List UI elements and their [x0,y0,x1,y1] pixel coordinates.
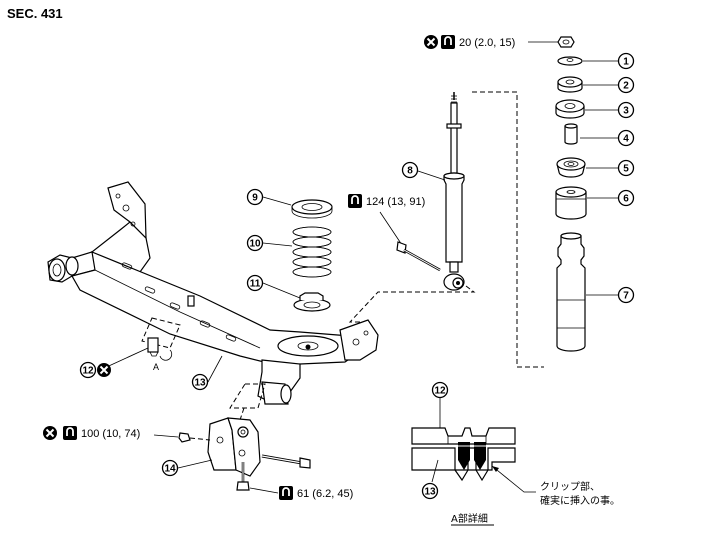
distance-tube-part-4 [564,123,578,145]
shock-absorber-part-8 [443,92,465,291]
torque-spec-lower: 61 (6.2, 45) [297,488,353,500]
callout-8: 8 [407,166,413,177]
callout-1: 1 [623,57,629,68]
callout-2: 2 [623,81,629,92]
do-not-reuse-icon [42,425,58,441]
do-not-reuse-icon [96,362,112,378]
lower-seat-part-11 [293,292,331,312]
detail-a-view [411,427,516,482]
detail-note-line-1: クリップ部、 [540,480,600,493]
callout-6: 6 [623,194,629,205]
absorber-bolt [396,241,441,272]
torque-wrench-icon [440,34,456,50]
torque-spec-bracket: 100 (10, 74) [81,428,140,440]
mount-part-3 [555,99,585,119]
bushing-part-2 [557,76,583,93]
upper-seat-part-9 [291,199,333,219]
torque-spec-nut-top: 20 (2.0, 15) [459,37,515,49]
rear-axle-beam-part-13 [47,181,379,405]
do-not-reuse-icon [423,34,439,50]
detail-caption: A部詳細 [451,512,488,525]
coil-spring-part-10 [292,226,332,278]
callout-13-detail: 13 [424,487,436,498]
callout-10: 10 [249,239,261,250]
callout-5: 5 [623,164,629,175]
bracket-bolt [261,454,311,469]
callout-4: 4 [623,134,629,145]
bracket-nut [178,432,191,443]
torque-wrench-icon [347,193,363,209]
rubber-seat-part-5 [556,157,586,178]
lower-bolt [236,462,250,491]
detail-view-letter-a: A [153,362,159,372]
torque-wrench-icon [278,485,294,501]
cap-part-6 [555,186,587,220]
section-label: SEC. 431 [7,6,63,21]
clip-part-12 [147,295,195,357]
callout-12: 12 [82,366,94,377]
callout-3: 3 [623,106,629,117]
torque-wrench-icon [62,425,78,441]
torque-spec-absorber: 124 (13, 91) [366,196,425,208]
washer-part-1 [557,56,583,66]
callout-12-detail: 12 [434,386,446,397]
callout-9: 9 [252,193,258,204]
bumper-part-7 [556,232,586,352]
callout-11: 11 [250,279,261,290]
self-locking-nut [557,36,575,48]
callout-13: 13 [194,378,206,389]
detail-note-line-2: 確実に挿入の事。 [540,494,620,507]
bracket-part-14 [207,417,261,477]
callout-14: 14 [164,464,176,475]
callout-7: 7 [623,291,629,302]
